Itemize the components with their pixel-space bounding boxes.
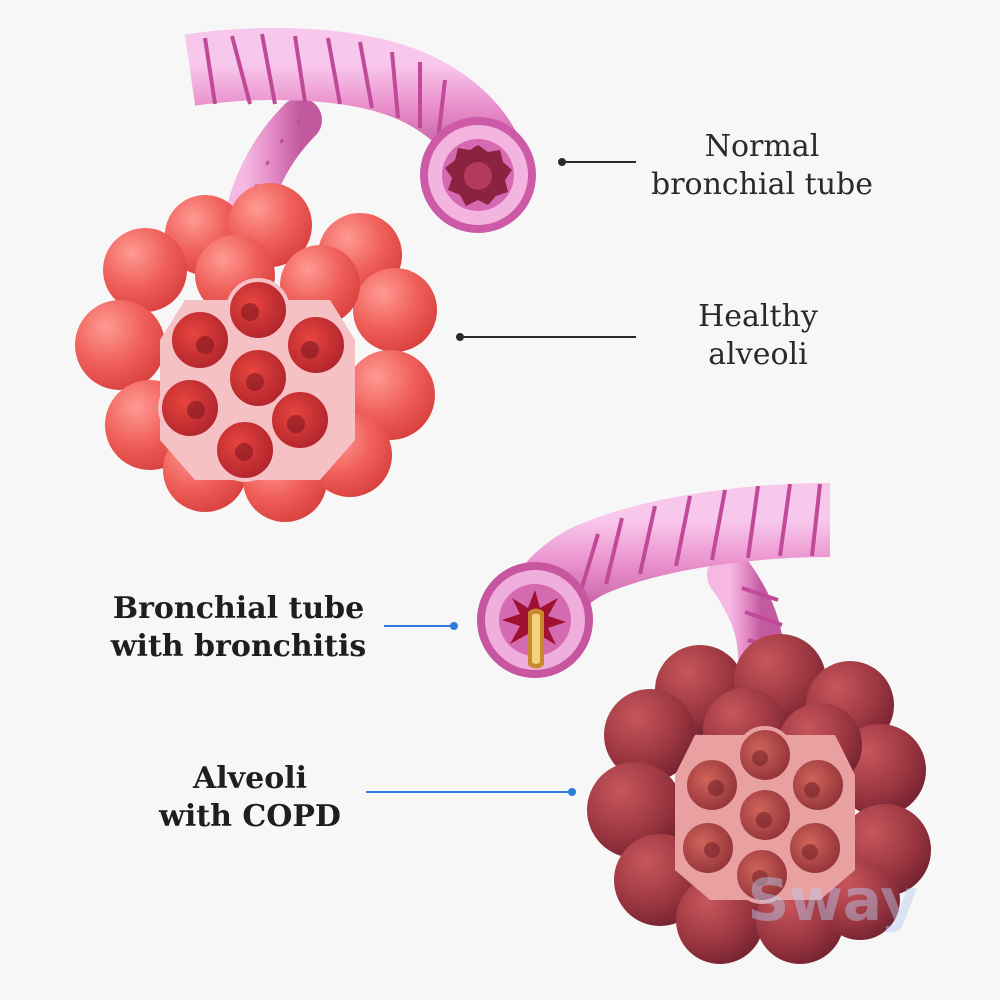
leader-line-bronchitis-tube [384, 622, 458, 630]
watermark-logo: Sway [747, 866, 918, 934]
bronchitis-bronchial-tube [477, 483, 831, 703]
label-healthy-alveoli: Healthy alveoli [698, 299, 818, 372]
leader-line-normal-tube [558, 158, 636, 166]
leader-line-copd-alveoli [366, 788, 576, 796]
copd-alveoli [587, 634, 931, 964]
label-copd-alveoli: Alveoli with COPD [159, 761, 341, 834]
label-bronchitis-tube: Bronchial tube with bronchitis [110, 591, 367, 664]
label-normal-bronchial-tube: Normal bronchial tube [651, 129, 873, 202]
leader-line-healthy-alveoli [456, 333, 636, 341]
healthy-alveoli [75, 183, 437, 522]
normal-bronchial-tube [184, 28, 536, 252]
